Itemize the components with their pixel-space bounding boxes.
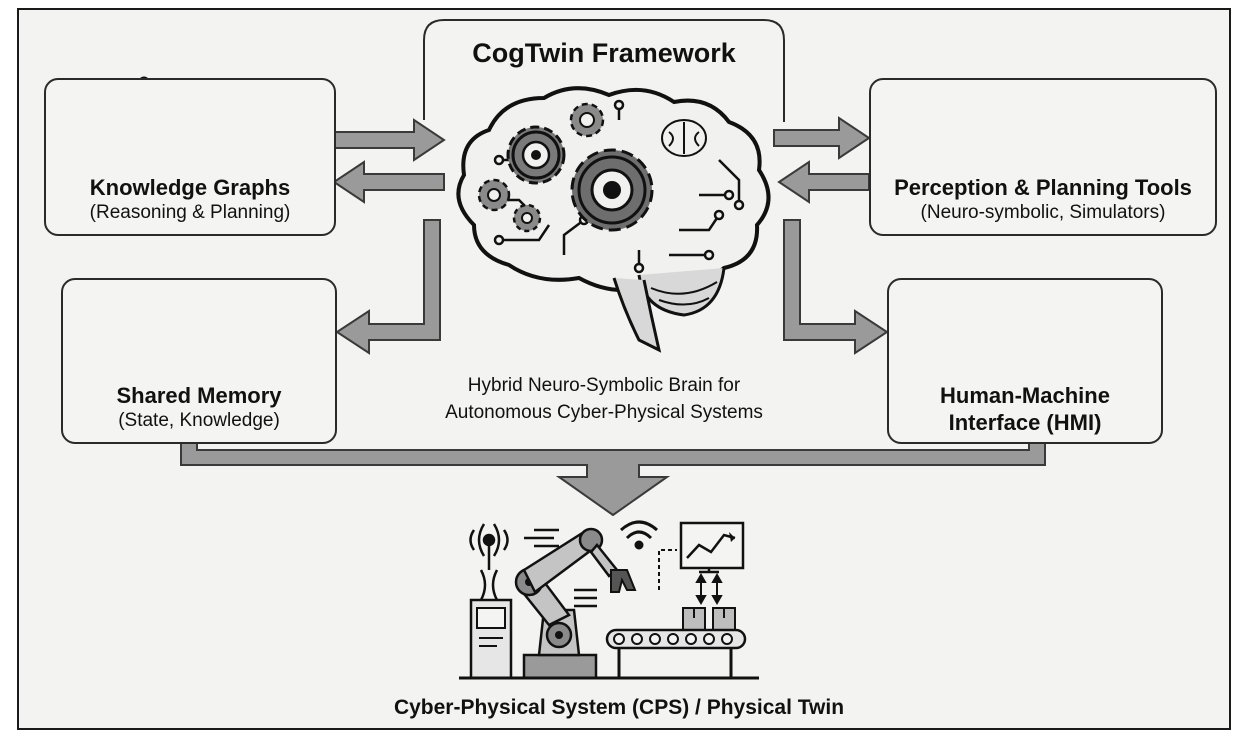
- arrow-to-kg-from-framework: [332, 160, 445, 204]
- shared-memory-subtitle: (State, Knowledge): [118, 410, 280, 431]
- hmi-box: Human-Machine Interface (HMI): [887, 278, 1163, 444]
- small-gear-top: [569, 102, 605, 138]
- arrow-to-perception: [773, 116, 871, 160]
- diagram-canvas: Knowledge Graphs (Reasoning & Planning) …: [17, 8, 1231, 730]
- perception-planning-box: Perception & Planning Tools (Neuro-symbo…: [869, 78, 1217, 236]
- hmi-title-line2: Interface (HMI): [948, 410, 1102, 435]
- diagram-artwork: [102, 19, 1148, 680]
- small-gear-bottom: [512, 203, 542, 233]
- large-gear: [570, 148, 654, 232]
- cps-label: Cyber-Physical System (CPS) / Physical T…: [393, 696, 845, 719]
- framework-frame: [423, 19, 785, 122]
- arrow-to-framework-from-kg: [333, 118, 446, 162]
- shared-memory-box: Shared Memory (State, Knowledge): [61, 278, 337, 444]
- framework-description-line1: Hybrid Neuro-Symbolic Brain for: [467, 375, 741, 396]
- knowledge-graphs-title: Knowledge Graphs: [89, 175, 291, 200]
- hmi-title-line1: Human-Machine: [940, 383, 1110, 408]
- perception-planning-subtitle: (Neuro-symbolic, Simulators): [920, 202, 1166, 223]
- bus-to-cps: [180, 441, 1046, 517]
- framework-description-line2: Autonomous Cyber-Physical Systems: [445, 402, 763, 423]
- shared-memory-title: Shared Memory: [116, 383, 282, 408]
- small-gear-left: [477, 178, 511, 212]
- brain-gears-icon: [456, 86, 771, 353]
- robot-arm-factory-icon: [459, 520, 759, 680]
- arrow-from-perception: [777, 160, 870, 204]
- knowledge-graphs-box: Knowledge Graphs (Reasoning & Planning): [44, 78, 336, 236]
- arrow-to-shared-memory: [335, 219, 441, 355]
- knowledge-graphs-subtitle: (Reasoning & Planning): [89, 202, 291, 223]
- framework-title: CogTwin Framework: [472, 38, 736, 68]
- arrow-to-hmi: [783, 219, 889, 355]
- medium-gear: [506, 125, 566, 185]
- perception-planning-title: Perception & Planning Tools: [894, 175, 1192, 200]
